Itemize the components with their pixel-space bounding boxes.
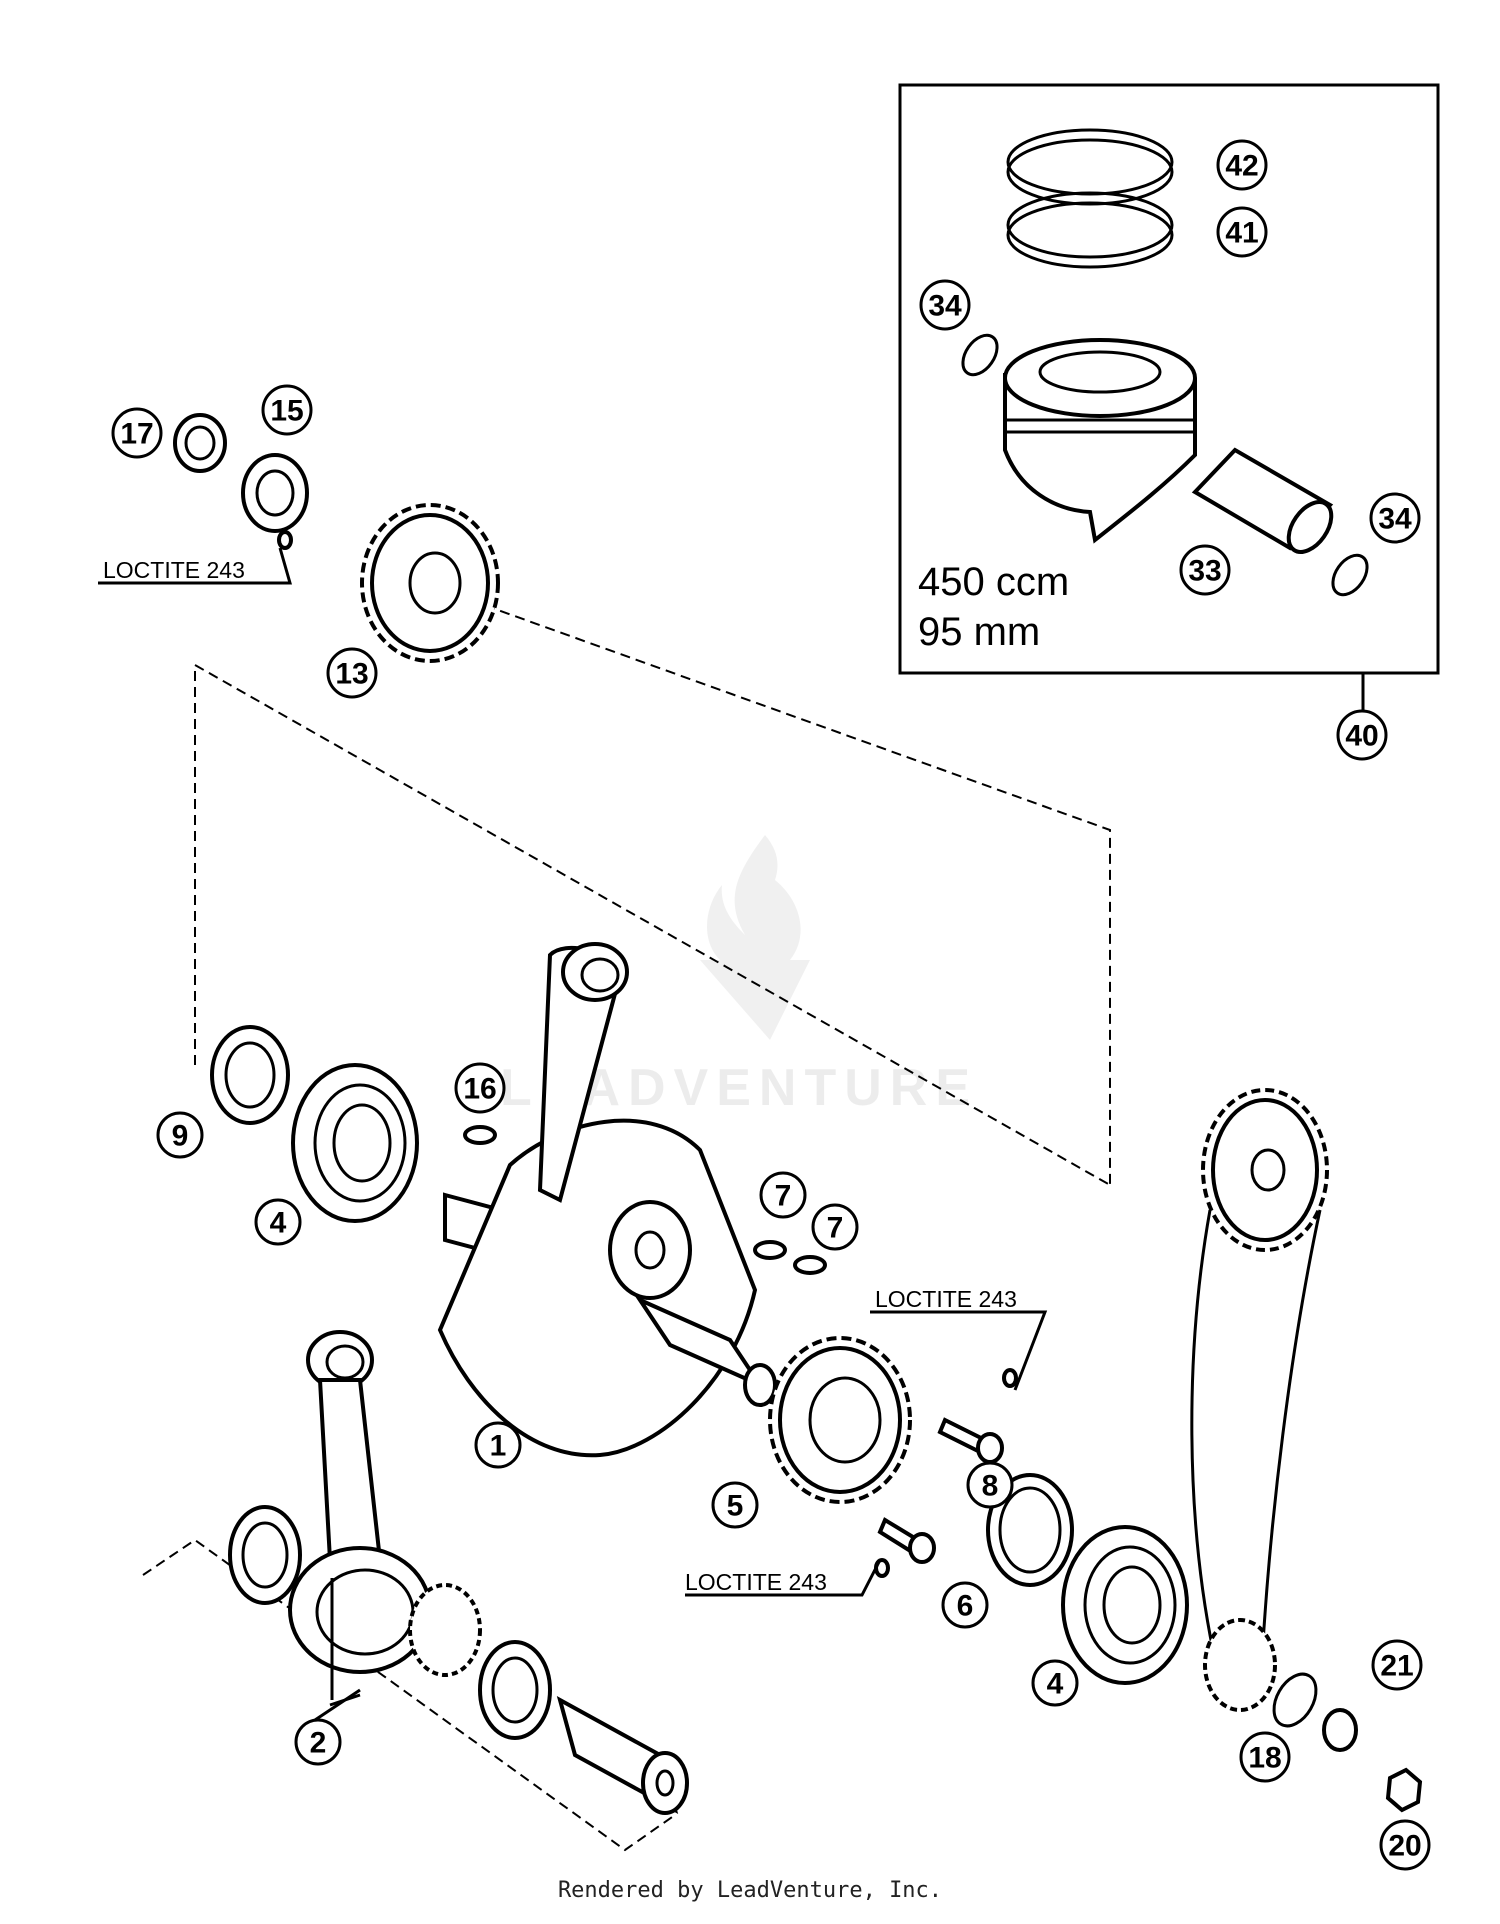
svg-text:33: 33 (1188, 555, 1221, 588)
svg-text:LOCTITE 243: LOCTITE 243 (875, 1286, 1017, 1312)
piston-kit-box (898, 83, 1440, 675)
bearing-4-left (291, 1063, 419, 1223)
timing-chain (1190, 1209, 1322, 1661)
svg-text:13: 13 (335, 658, 368, 691)
camshaft-sprocket (1201, 1088, 1329, 1252)
loctite-label-lower: LOCTITE 243 (685, 1569, 827, 1595)
callout-9: 9 (156, 1111, 204, 1159)
svg-text:15: 15 (270, 395, 303, 428)
svg-text:1: 1 (490, 1430, 507, 1463)
svg-text:17: 17 (120, 418, 153, 451)
nut-20 (1385, 1767, 1423, 1813)
callout-5: 5 (711, 1481, 759, 1529)
svg-text:LOCTITE 243: LOCTITE 243 (103, 557, 245, 583)
loctite-label-right: LOCTITE 243 (875, 1286, 1017, 1312)
svg-text:4: 4 (1047, 1668, 1064, 1701)
crankshaft-1 (437, 942, 777, 1458)
svg-text:21: 21 (1380, 1650, 1413, 1683)
svg-text:42: 42 (1225, 150, 1258, 183)
svg-text:7: 7 (775, 1180, 792, 1213)
svg-text:41: 41 (1225, 217, 1258, 250)
svg-text:5: 5 (727, 1490, 744, 1523)
callout-4-left: 4 (254, 1198, 302, 1246)
seal-9 (210, 1025, 290, 1125)
callout-6: 6 (941, 1581, 989, 1629)
gear-5 (768, 1336, 912, 1504)
connecting-rod (288, 1330, 432, 1674)
callout-41: 41 (1216, 206, 1268, 258)
callout-20: 20 (1379, 1819, 1431, 1871)
callout-40: 40 (1336, 709, 1388, 761)
svg-text:18: 18 (1248, 1742, 1281, 1775)
gear-13 (360, 503, 500, 663)
watermark-flame-logo (700, 835, 810, 1040)
bearing-4-right (1061, 1525, 1189, 1685)
needle-bearing (408, 1583, 482, 1677)
callout-16: 16 (454, 1062, 506, 1114)
bolt-8-lower (877, 1517, 936, 1564)
svg-text:20: 20 (1388, 1830, 1421, 1863)
svg-text:34: 34 (928, 290, 962, 323)
key-16 (463, 1125, 497, 1145)
render-credit: Rendered by LeadVenture, Inc. (557, 1878, 943, 1903)
assembly-guide-bottom (142, 1538, 676, 1852)
loctite-label-upper: LOCTITE 243 (103, 557, 245, 583)
crank-pin (556, 1695, 689, 1815)
callout-13: 13 (326, 647, 378, 699)
svg-text:LOCTITE 243: LOCTITE 243 (685, 1569, 827, 1595)
callout-8: 8 (966, 1461, 1014, 1509)
svg-text:6: 6 (957, 1590, 974, 1623)
callout-34-right: 34 (1369, 492, 1421, 544)
loctite-drop-upper (277, 530, 293, 550)
bolt-8-upper (937, 1417, 1004, 1464)
svg-text:9: 9 (172, 1120, 189, 1153)
loctite-drop-right (1002, 1368, 1018, 1388)
svg-text:2: 2 (310, 1727, 327, 1760)
assembly-guide-top (469, 599, 1111, 1185)
svg-text:40: 40 (1345, 720, 1378, 753)
crank-sprocket (1203, 1618, 1277, 1712)
svg-text:16: 16 (463, 1073, 496, 1106)
callout-18: 18 (1239, 1731, 1291, 1783)
bushing-15 (241, 453, 309, 533)
circlip-right (1331, 553, 1369, 597)
callout-42: 42 (1216, 139, 1268, 191)
exploded-parts-diagram: LEADVENTURE (98, 83, 1440, 1871)
thrust-washer-b (478, 1640, 552, 1740)
svg-text:4: 4 (270, 1207, 287, 1240)
key-7-b (793, 1255, 827, 1275)
callout-1: 1 (474, 1421, 522, 1469)
callout-21: 21 (1371, 1639, 1423, 1691)
circlip-left (961, 333, 999, 377)
callout-33: 33 (1179, 544, 1231, 596)
assembly-guide-left (194, 663, 1111, 1186)
piston (1003, 338, 1197, 544)
callout-7-a: 7 (759, 1171, 807, 1219)
piston-displacement: 450 ccm (918, 560, 1069, 604)
callout-15: 15 (261, 384, 313, 436)
callout-17: 17 (111, 407, 163, 459)
piston-rings (1006, 128, 1174, 269)
seal-17 (173, 413, 227, 473)
piston-bore: 95 mm (918, 610, 1040, 654)
callout-34-left: 34 (919, 279, 971, 331)
washer-21 (1322, 1708, 1358, 1752)
svg-text:34: 34 (1378, 503, 1412, 536)
piston-pin (1191, 447, 1334, 554)
callout-2: 2 (294, 1718, 342, 1766)
callout-4-right: 4 (1031, 1659, 1079, 1707)
svg-text:7: 7 (827, 1212, 844, 1245)
circlip-18 (1272, 1672, 1318, 1728)
callout-7-b: 7 (811, 1203, 859, 1251)
key-7-a (753, 1240, 787, 1260)
thrust-washer-a (228, 1505, 302, 1605)
svg-text:8: 8 (982, 1470, 999, 1503)
